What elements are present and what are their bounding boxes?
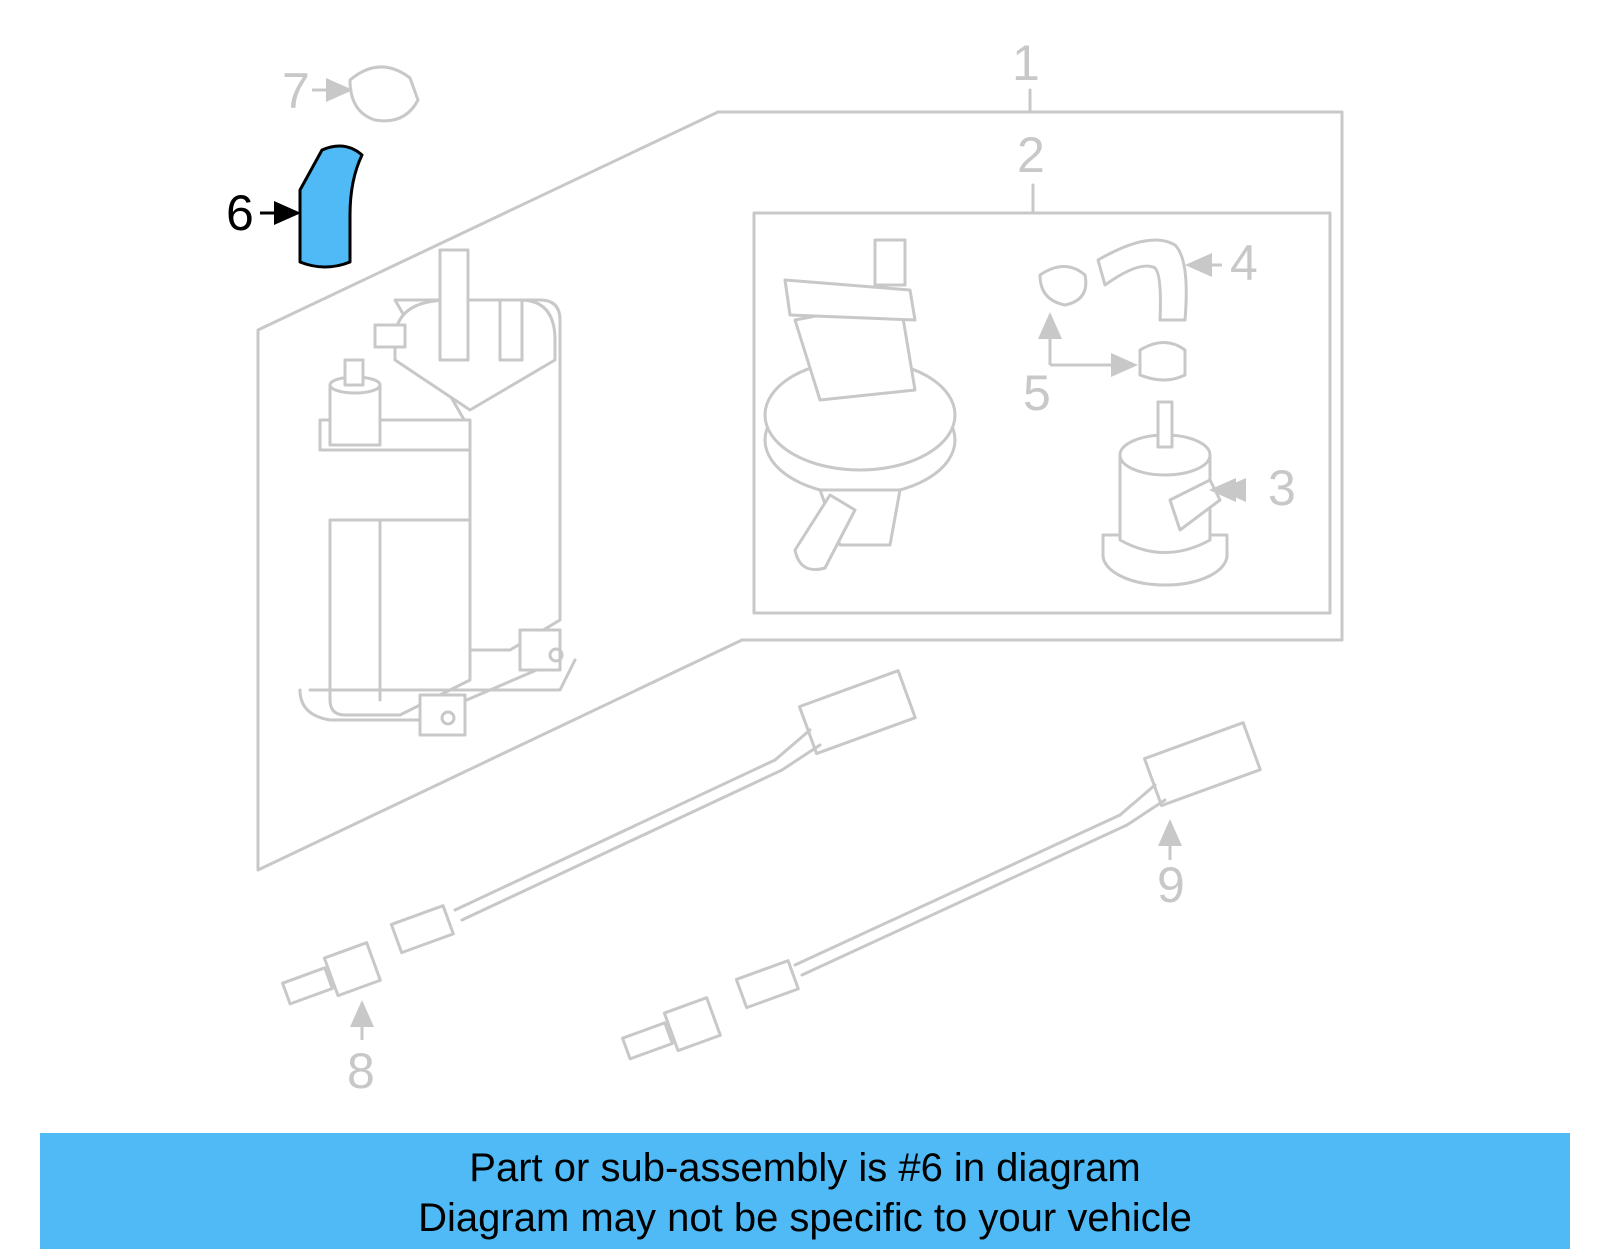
oxygen-sensor-9 [621, 721, 1262, 1061]
info-banner: Part or sub-assembly is #6 in diagram Di… [40, 1133, 1570, 1249]
callout-2: 2 [1017, 127, 1045, 183]
callout-7: 7 [282, 63, 310, 119]
oxygen-sensor-8 [281, 669, 917, 1006]
banner-line-1: Part or sub-assembly is #6 in diagram [469, 1146, 1141, 1190]
assembly-panel-1 [256, 110, 1344, 872]
part-7-clamp [348, 65, 420, 123]
callout-8: 8 [347, 1043, 375, 1099]
callout-1: 1 [1012, 35, 1040, 91]
banner-line-2: Diagram may not be specific to your vehi… [418, 1196, 1192, 1240]
part-5-clamps [1038, 265, 1187, 382]
subassembly-box-2 [752, 211, 1332, 615]
callout-6[interactable]: 6 [226, 185, 254, 241]
part-6-hose-highlighted[interactable] [298, 144, 364, 269]
callout-3: 3 [1268, 460, 1296, 516]
callout-4: 4 [1230, 235, 1258, 291]
part-3-valve [1101, 400, 1229, 587]
callout-5: 5 [1023, 365, 1051, 421]
callout-9: 9 [1157, 857, 1185, 913]
purge-valve [763, 238, 957, 571]
charcoal-canister [298, 248, 577, 737]
part-4-hose [1096, 238, 1188, 322]
